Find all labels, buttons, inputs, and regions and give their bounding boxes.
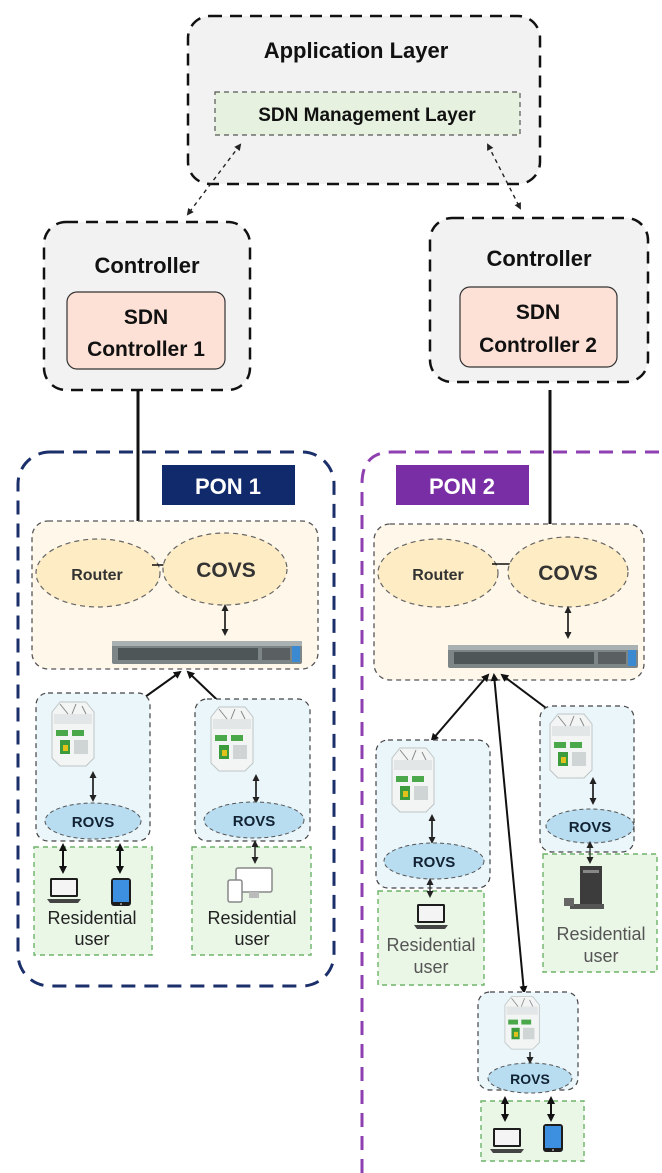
router-2-node [377, 538, 499, 608]
onu-box-2: ROVS [194, 698, 311, 842]
rovs-label: ROVS [233, 813, 276, 830]
olt2-onu5-link [490, 673, 528, 994]
residential-user-line2: user [583, 946, 618, 966]
app-controller1-link [186, 143, 242, 216]
sdn-controller-1-line1: SDN [124, 306, 168, 329]
residential-user-line1: Residential [47, 908, 136, 928]
router-1-label: Router [71, 567, 123, 584]
residential-user-box-5 [480, 1096, 585, 1162]
application-layer-box: Application Layer SDN Management Layer [186, 14, 542, 186]
controller-2-title: Controller [486, 246, 592, 271]
desktop-tower-icon [564, 866, 604, 909]
rovs-node [203, 801, 305, 839]
onu-device-icon [549, 713, 593, 779]
laptop-icon [414, 904, 448, 929]
residential-user-box-3: Residential user [377, 878, 485, 986]
sdn-controller-1-line2: Controller 1 [87, 338, 205, 361]
covs-1-label: COVS [196, 559, 256, 582]
sdn-management-layer-box: SDN Management Layer [214, 91, 521, 136]
residential-user-box-1: Residential user [33, 843, 153, 956]
onu-box-5: ROVS [477, 991, 579, 1094]
rovs-label: ROVS [72, 814, 115, 831]
pon-2-label: PON 2 [429, 474, 495, 499]
onu-device-icon [504, 996, 540, 1050]
rovs-node [383, 842, 485, 880]
controller-2-box: Controller SDN Controller 2 [428, 216, 650, 384]
residential-user-line2: user [413, 957, 448, 977]
residential-user-line2: user [234, 929, 269, 949]
onu-device-icon [391, 747, 435, 813]
controller-1-box: Controller SDN Controller 1 [42, 220, 252, 392]
olt2-onu3-link [430, 673, 490, 742]
residential-user-box-4: Residential user [542, 841, 658, 973]
router-1-node [35, 538, 161, 608]
sdn-controller-1-box [66, 291, 226, 370]
pon-2-badge: PON 2 [396, 465, 529, 505]
olt-1-box: Router COVS [31, 520, 319, 670]
onu-device-icon [210, 706, 254, 772]
rovs-label: ROVS [413, 854, 456, 871]
app-controller2-link [487, 143, 521, 210]
residential-user-line2: user [74, 929, 109, 949]
covs-2-label: COVS [538, 562, 598, 585]
rovs-node [44, 802, 142, 840]
tablet-icon [543, 1124, 563, 1152]
residential-user-box-2: Residential user [191, 840, 312, 956]
olt-2-box: Router COVS [373, 523, 645, 681]
laptop-icon [47, 878, 81, 903]
tablet-icon [111, 878, 131, 906]
onu-box-3: ROVS [375, 739, 491, 889]
rovs-label: ROVS [569, 819, 612, 836]
router-2-label: Router [412, 567, 464, 584]
rovs-label: ROVS [510, 1071, 550, 1087]
onu-device-icon [51, 701, 95, 767]
pon-1-region [16, 450, 336, 988]
pon-1-badge: PON 1 [162, 465, 295, 505]
application-layer-title: Application Layer [264, 38, 449, 63]
laptop-icon [490, 1128, 524, 1153]
olt-switch-icon [112, 641, 302, 664]
pon-1-label: PON 1 [195, 474, 261, 499]
controller-1-title: Controller [94, 253, 200, 278]
desktop-monitor-icon [227, 867, 273, 903]
sdn-management-layer-label: SDN Management Layer [258, 105, 476, 126]
onu-box-1: ROVS [35, 692, 151, 842]
onu-box-4: ROVS [539, 705, 635, 853]
sdn-controller-2-box [459, 286, 618, 368]
residential-user-line1: Residential [556, 924, 645, 944]
sdn-controller-2-line1: SDN [516, 301, 560, 324]
covs-1-node [162, 532, 288, 606]
olt-switch-icon [448, 645, 638, 668]
sdn-controller-2-line2: Controller 2 [479, 334, 597, 357]
residential-user-line1: Residential [207, 908, 296, 928]
residential-user-line1: Residential [386, 935, 475, 955]
